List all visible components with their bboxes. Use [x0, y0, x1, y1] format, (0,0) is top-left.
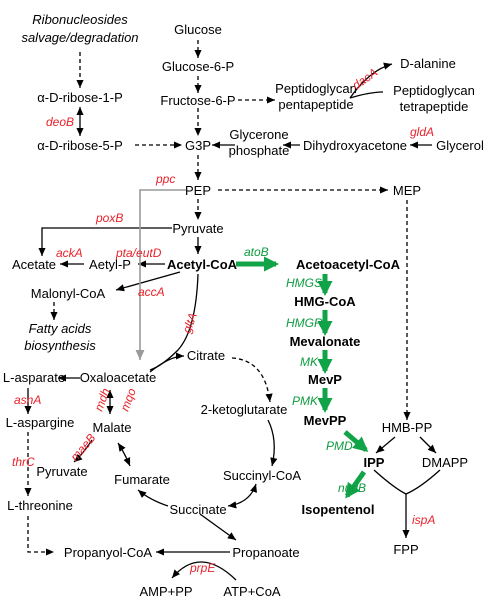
- enzyme-PMD: PMD: [326, 439, 353, 453]
- enzyme-prpE: prpE: [189, 561, 216, 575]
- label-hmg-coa: HMG-CoA: [294, 294, 356, 309]
- label-hmb-pp: HMB-PP: [382, 420, 433, 435]
- arrow-malate-pyruvate: [73, 439, 93, 463]
- label-glycerone: Glycerone: [229, 127, 288, 142]
- arrow-hmbpp-ipp: [375, 436, 396, 454]
- label-glycerol: Glycerol: [436, 138, 484, 153]
- label-g3p: G3P: [185, 138, 211, 153]
- arrow-ipp-isopentenol: [344, 470, 367, 499]
- enzyme-gldA: gldA: [410, 125, 434, 139]
- pathway-arrows: [24, 40, 441, 581]
- enzyme-mqo: mqo: [118, 386, 139, 413]
- enzyme-ppc: ppc: [155, 172, 175, 186]
- arrow-acetylcoa-malonylcoa: [115, 271, 181, 292]
- label-d-alanine: D-alanine: [400, 56, 456, 71]
- arrow-hmbpp-dmapp: [419, 436, 437, 454]
- arrow-ipp-dmapp-join: [373, 469, 441, 495]
- label-mep: MEP: [393, 183, 421, 198]
- enzyme-HMGR: HMGR: [286, 316, 323, 330]
- label-l-threonine: L-threonine: [7, 498, 73, 513]
- label-phosphate: phosphate: [229, 143, 290, 158]
- label-l-asparate: L-asparate: [3, 370, 65, 385]
- enzyme-PMK: PMK: [292, 394, 319, 408]
- label-alpha-ribose-5p: α-D-ribose-5-P: [37, 138, 123, 153]
- label-dmapp: DMAPP: [422, 455, 468, 470]
- arrow-citrate-ketoglutarate: [231, 357, 273, 403]
- label-succinyl-coa: Succinyl-CoA: [223, 468, 301, 483]
- enzyme-ackA: ackA: [56, 246, 83, 260]
- label-peptidoglycan-penta-2: pentapeptide: [278, 97, 353, 112]
- label-l-aspargine: L-aspargine: [6, 415, 75, 430]
- label-glucose: Glucose: [174, 22, 222, 37]
- label-succinate: Succinate: [169, 502, 226, 517]
- label-ipp: IPP: [364, 455, 385, 470]
- label-mevalonate: Mevalonate: [290, 334, 361, 349]
- label-peptidoglycan-tetra-1: Peptidoglycan: [393, 83, 475, 98]
- enzyme-thrC: thrC: [12, 455, 35, 469]
- label-ribonucleosides: Ribonucleosides: [32, 12, 128, 27]
- arrow-penta-dalanine: [349, 62, 393, 99]
- enzyme-HMGS: HMGS: [286, 276, 322, 290]
- heterologous-enzyme-labels: atoB HMGS HMGR MK PMK PMD nudB: [244, 245, 366, 495]
- label-fructose-6p: Fructose-6-P: [160, 93, 235, 108]
- arrow-oaa-citrate: [149, 352, 185, 373]
- enzyme-atoB: atoB: [244, 245, 269, 259]
- engineered-pathway-arrows: [236, 256, 369, 499]
- enzyme-accA: accA: [138, 285, 165, 299]
- enzyme-pta-eutD: pta/eutD: [115, 246, 162, 260]
- arrow-threonine-propanyol: [27, 516, 54, 556]
- enzyme-ispA: ispA: [412, 513, 435, 527]
- label-oxaloacetate: Oxaloacetate: [80, 370, 157, 385]
- enzyme-deoB: deoB: [46, 115, 74, 129]
- label-propanyol-coa: Propanyol-CoA: [64, 545, 152, 560]
- label-atp-coa: ATP+CoA: [223, 584, 281, 599]
- arrow-succinate-propanoate: [199, 513, 237, 541]
- label-acetyl-p: Aetyl-P: [89, 257, 131, 272]
- enzyme-asnA: asnA: [14, 393, 41, 407]
- arrow-ketoglutarate-succinylcoa: [267, 419, 278, 467]
- label-citrate: Citrate: [187, 348, 225, 363]
- arrow-mevpp-ipp: [343, 430, 369, 452]
- label-fatty-acids: Fatty acids: [29, 321, 92, 336]
- label-mevp: MevP: [308, 372, 342, 387]
- label-malate: Malate: [92, 420, 131, 435]
- label-amp-pp: AMP+PP: [139, 584, 192, 599]
- label-fpp: FPP: [393, 542, 418, 557]
- label-biosynthesis: biosynthesis: [24, 338, 96, 353]
- arrow-succinate-fumarate: [137, 489, 169, 507]
- arrow-pyruvate-acetate: [38, 227, 172, 256]
- label-alpha-ribose-1p: α-D-ribose-1-P: [37, 90, 123, 105]
- label-pyruvate: Pyruvate: [172, 221, 223, 236]
- label-peptidoglycan-tetra-2: tetrapeptide: [400, 99, 469, 114]
- label-malonyl-coa: Malonyl-CoA: [31, 286, 106, 301]
- label-glucose-6p: Glucose-6-P: [162, 59, 234, 74]
- label-acetate: Acetate: [12, 257, 56, 272]
- label-peptidoglycan-penta-1: Peptidoglycan: [275, 81, 357, 96]
- label-acetyl-coa: Acetyl-CoA: [167, 257, 238, 272]
- enzyme-dacA: dacA: [350, 65, 380, 92]
- enzyme-poxB: poxB: [95, 211, 123, 225]
- label-dihydroxyacetone: Dihydroxyacetone: [303, 138, 407, 153]
- label-pyruvate-2: Pyruvate: [36, 464, 87, 479]
- enzyme-gltA: gltA: [180, 311, 200, 335]
- arrow-penta-tetra: [349, 91, 384, 99]
- arrow-pep-oaa-ppc: [135, 189, 186, 360]
- label-fumarate: Fumarate: [114, 472, 170, 487]
- label-2-ketoglutarate: 2-ketoglutarate: [201, 402, 288, 417]
- arrow-fumarate-malate: [117, 442, 131, 467]
- enzyme-maeB: maeB: [68, 431, 99, 464]
- arrow-succinylcoa-succinate: [227, 483, 258, 509]
- label-isopentenol: Isopentenol: [302, 502, 375, 517]
- metabolite-labels: Ribonucleosides salvage/degradation α-D-…: [3, 12, 484, 599]
- enzyme-nudB: nudB: [338, 481, 366, 495]
- label-pep: PEP: [185, 183, 211, 198]
- label-mevpp: MevPP: [304, 413, 347, 428]
- enzyme-MK: MK: [300, 355, 319, 369]
- label-salvage-degradation: salvage/degradation: [21, 30, 138, 45]
- arrow-atp-amp: [171, 561, 237, 581]
- label-acetoacetyl-coa: Acetoacetyl-CoA: [296, 257, 401, 272]
- label-propanoate: Propanoate: [232, 545, 299, 560]
